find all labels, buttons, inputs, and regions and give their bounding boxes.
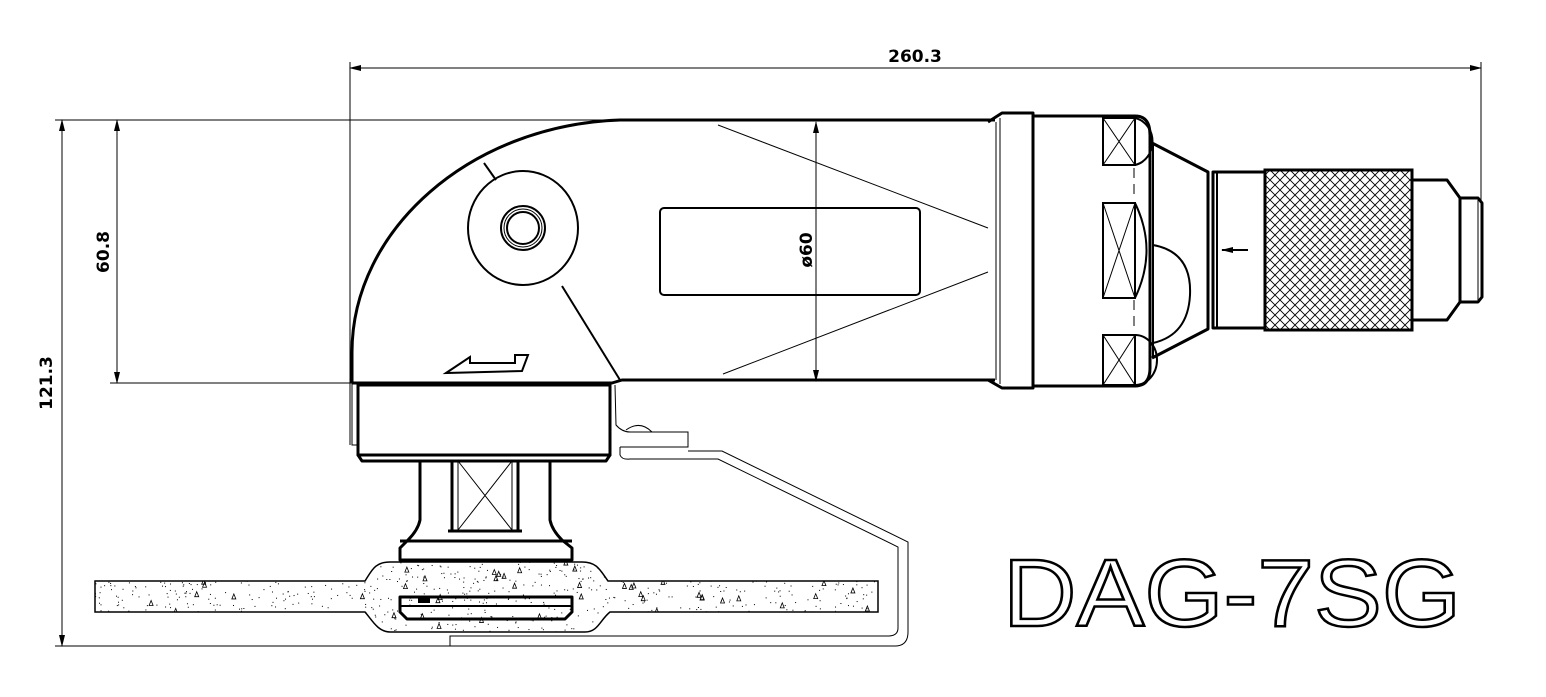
throttle-head <box>1033 114 1158 388</box>
wheel-guard <box>449 447 909 647</box>
dimension-body-height: 60.8 <box>94 119 352 384</box>
body-ring <box>987 111 1035 390</box>
air-fitting <box>1412 178 1484 322</box>
air-inlet-boss <box>467 170 579 286</box>
dimension-overall-height: 121.3 <box>37 119 620 647</box>
body-diameter-label: ø60 <box>797 232 817 268</box>
dimension-overall-length: 260.3 <box>349 47 1482 445</box>
body-height-label: 60.8 <box>94 231 114 273</box>
overall-height-label: 121.3 <box>37 356 57 410</box>
overall-length-label: 260.3 <box>888 47 942 67</box>
inlet-collar <box>1211 170 1267 330</box>
spindle-housing <box>351 383 689 463</box>
spindle <box>398 460 574 562</box>
model-name: DAG-7SG <box>1003 540 1461 647</box>
knurled-nut <box>1263 168 1414 332</box>
dimension-body-diameter: ø60 <box>797 121 819 382</box>
lower-flange <box>398 595 574 621</box>
exhaust-cone <box>1151 141 1210 360</box>
grinder-body <box>350 118 995 385</box>
